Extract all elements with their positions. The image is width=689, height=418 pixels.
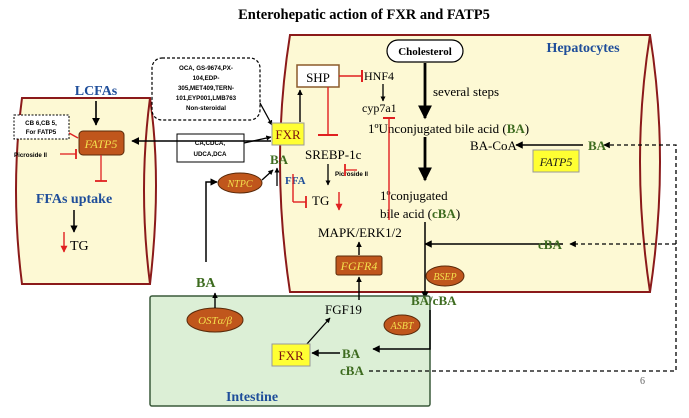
agonists-line-4: 101,EYP001,LMB763	[176, 95, 237, 102]
fgfr4-transporter	[335, 255, 383, 276]
ba-below-fxr-label: BA	[270, 152, 289, 167]
cb-box-line1: CB 6,CB 5,	[25, 120, 57, 127]
page-title: Enterohepatic action of FXR and FATP5	[238, 7, 490, 23]
cb-inhibit-line	[68, 132, 79, 139]
hepatocyte-cell	[279, 34, 661, 293]
cholesterol-box	[386, 39, 464, 63]
fatp5-adipocyte-label: FATP5	[84, 137, 118, 151]
ba-to-ntpc-arrow	[205, 178, 218, 262]
fxr-agonists-box	[151, 57, 261, 121]
bile-acids-box	[176, 133, 245, 163]
cb-box-line2: For FATP5	[26, 129, 57, 136]
cyp7a1-label: cyp7a1	[362, 101, 397, 115]
ba-intestine-label: BA	[342, 346, 361, 361]
agonists-line-2: 104,EDP-	[193, 75, 220, 82]
ntpc-label: NTPC	[226, 179, 252, 190]
tg-adipocyte-label: TG	[70, 239, 89, 254]
cba-right-label: cBA	[538, 237, 562, 252]
agonists-line-3: 305,MET409,TERN-	[178, 85, 234, 92]
conjugated-line2: bile acid (cBA)	[380, 206, 460, 221]
several-steps-label: several steps	[433, 84, 499, 99]
bile-acids-to-fxr-arrow	[243, 135, 272, 144]
fxr-hepatocyte-box	[271, 122, 305, 146]
bsep-transporter	[425, 265, 465, 287]
unconjugated-ba-label: 1ºUnconjugated bile acid (BA)	[368, 121, 529, 136]
intestine-label: Intestine	[226, 390, 278, 405]
fxr-hepatocyte-label: FXR	[275, 127, 301, 142]
fxr-intestine-box	[271, 343, 311, 367]
lcfas-label: LCFAs	[75, 84, 118, 99]
fgfr4-label: FGFR4	[340, 259, 378, 273]
agonists-line-1: OCA, GS-9674,PX-	[179, 65, 233, 72]
ntpc-to-ba-arrow	[261, 169, 274, 181]
intestine-to-hepatocyte-ba-path	[369, 141, 677, 372]
agonists-line-5: Non-steroidal	[186, 105, 226, 112]
cholesterol-label: Cholesterol	[398, 46, 452, 58]
ba-cba-label: BA/cBA	[411, 293, 457, 308]
asbt-transporter	[383, 314, 421, 336]
cba-intestine-label: cBA	[340, 363, 364, 378]
cb-inhibitor-box	[13, 114, 70, 140]
fxr-to-fgf19-arrow	[305, 317, 331, 346]
ba-above-ost-label: BA	[196, 276, 216, 291]
fatp5-hepatocyte-label: FATP5	[539, 155, 573, 169]
fxr-intestine-label: FXR	[278, 348, 304, 363]
conjugated-line1: 1ºconjugated	[380, 188, 448, 203]
asbt-label: ASBT	[390, 321, 415, 332]
srebp-label: SREBP-1c	[305, 147, 362, 162]
tg-hepatocyte-label: TG	[312, 193, 329, 208]
bsep-label: BSEP	[433, 272, 456, 283]
fgf19-label: FGF19	[325, 302, 362, 317]
hnf4-label: HNF4	[364, 69, 394, 83]
fatp5-hepatocyte-box	[532, 149, 580, 173]
ntpc-transporter	[217, 172, 263, 194]
picroside-adipocyte-label: Picroside II	[14, 152, 47, 159]
shp-label: SHP	[306, 70, 330, 85]
mapk-label: MAPK/ERK1/2	[318, 225, 402, 240]
asbt-to-ba-arrow	[372, 310, 431, 353]
ba-right-label: BA	[588, 138, 607, 153]
bile-acids-line2: UDCA,DCA	[194, 151, 228, 158]
ost-label: OSTα/β	[198, 315, 232, 327]
page-number: 6	[640, 376, 645, 387]
ba-coa-label: BA-CoA	[470, 138, 518, 153]
hepatocytes-label: Hepatocytes	[546, 41, 620, 56]
ffa-label: FFA	[285, 175, 306, 187]
ffas-uptake-label: FFAs uptake	[36, 192, 112, 207]
picroside-hepatocyte-label: Picroside II	[335, 171, 368, 178]
bile-acids-line1: CA,CDCA,	[195, 140, 226, 147]
agonists-to-fxr-arrow	[259, 102, 273, 126]
